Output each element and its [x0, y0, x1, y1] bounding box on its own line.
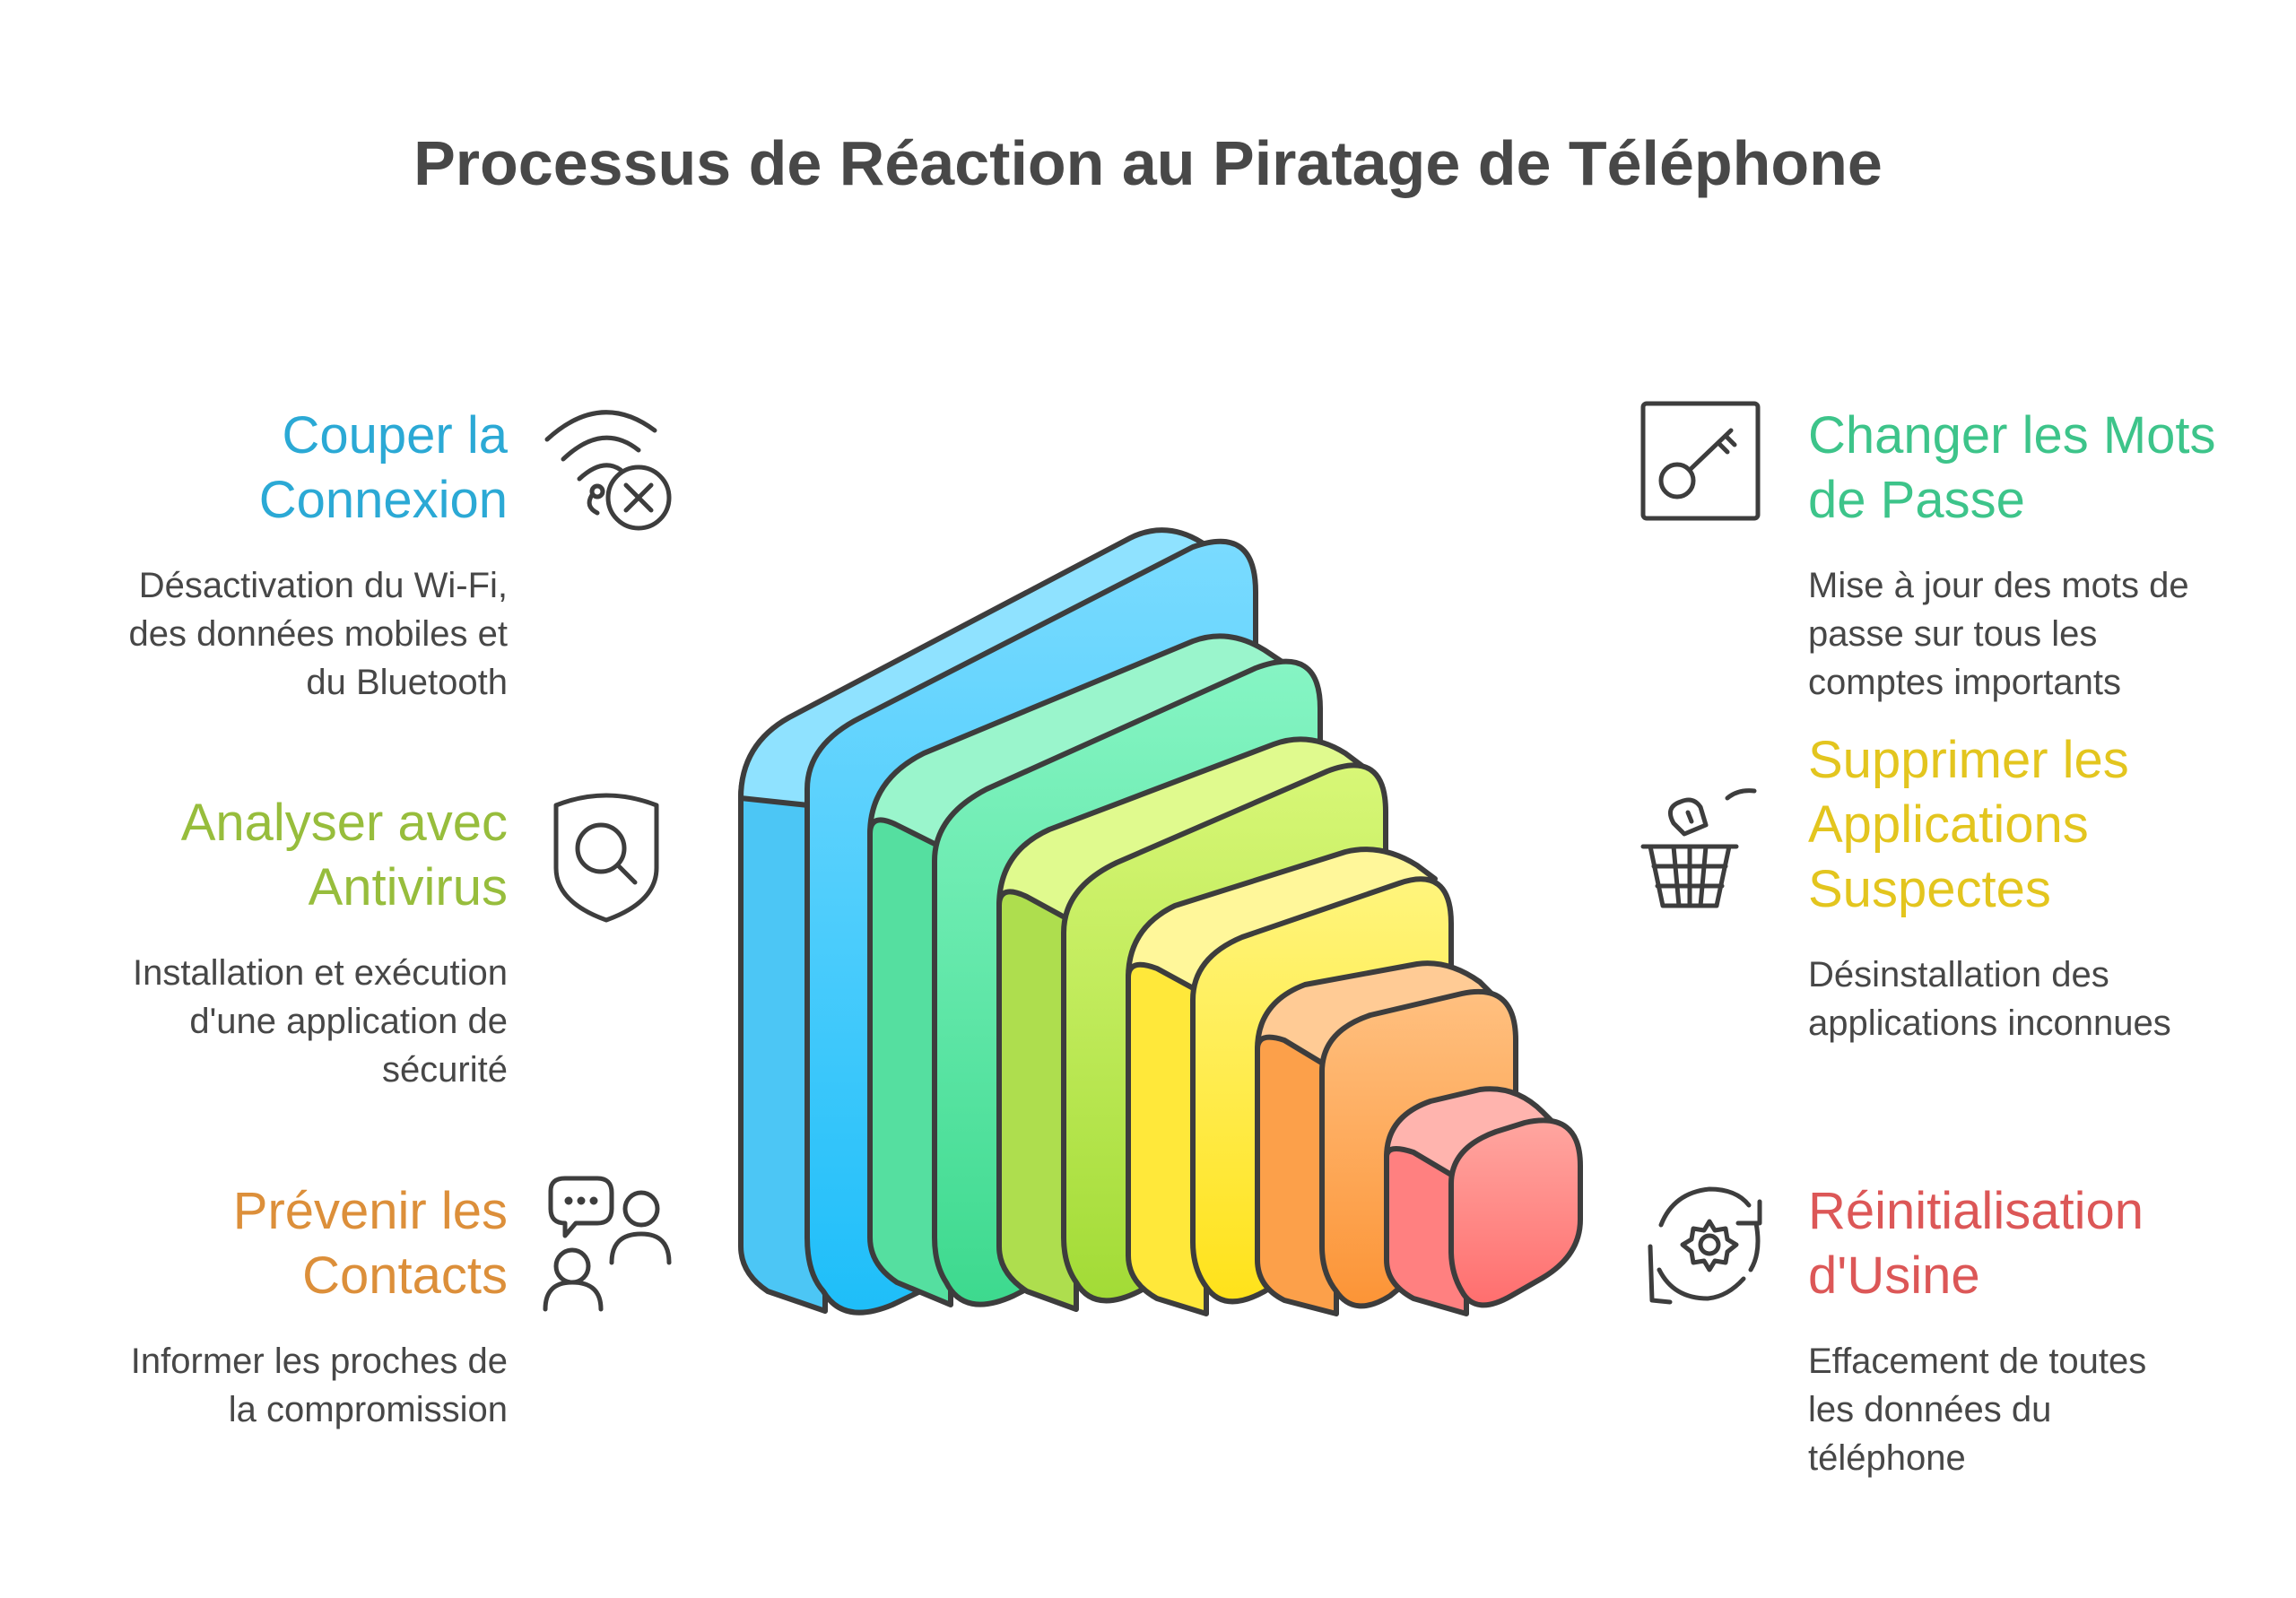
stack-layer-red [1384, 1086, 1583, 1316]
key-icon [1638, 398, 1763, 524]
page-title: Processus de Réaction au Piratage de Tél… [413, 128, 1883, 198]
step-description: Installation et exécution d'une applicat… [132, 953, 508, 1090]
step-heading-line: Suspectes [1808, 860, 2051, 918]
step-heading-line: Changer les Mots [1808, 406, 2216, 465]
step-supprimer-applications: Supprimer les Applications Suspectes Dés… [1808, 728, 2292, 1047]
step-heading-line: Couper la [282, 406, 508, 465]
step-description: Désactivation du Wi-Fi, des données mobi… [128, 566, 509, 702]
shield-search-icon [538, 786, 682, 929]
step-heading-line: Réinitialisation [1808, 1182, 2144, 1240]
step-description: Effacement de toutes les données du télé… [1808, 1342, 2147, 1478]
step-reinitialisation-usine: Réinitialisation d'Usine Effacement de t… [1808, 1179, 2292, 1482]
step-heading-line: Applications [1808, 795, 2089, 854]
step-changer-mots-de-passe: Changer les Mots de Passe Mise à jour de… [1808, 404, 2292, 707]
step-heading-line: Prévenir les [232, 1182, 508, 1240]
step-analyser-antivirus: Analyser avec Antivirus Installation et … [5, 791, 508, 1094]
step-prevenir-contacts: Prévenir les Contacts Informer les proch… [5, 1179, 508, 1434]
reset-gear-icon [1638, 1175, 1781, 1318]
step-heading-line: d'Usine [1808, 1246, 1980, 1305]
step-heading: Couper la Connexion [5, 404, 508, 533]
step-heading-line: Contacts [302, 1246, 508, 1305]
step-heading-line: Supprimer les [1808, 731, 2129, 789]
wifi-off-icon [538, 395, 682, 538]
step-heading: Changer les Mots de Passe [1808, 404, 2292, 533]
step-heading: Analyser avec Antivirus [5, 791, 508, 920]
step-description: Informer les proches de la compromission [130, 1342, 508, 1429]
contacts-message-icon [538, 1173, 682, 1316]
step-heading: Réinitialisation d'Usine [1808, 1179, 2292, 1308]
step-heading-line: Antivirus [308, 858, 508, 916]
step-heading: Prévenir les Contacts [5, 1179, 508, 1308]
trash-basket-icon [1638, 780, 1781, 924]
step-couper-connexion: Couper la Connexion Désactivation du Wi-… [5, 404, 509, 707]
step-heading-line: de Passe [1808, 471, 2025, 529]
step-heading: Supprimer les Applications Suspectes [1808, 728, 2292, 922]
step-heading-line: Analyser avec [180, 794, 508, 852]
step-description: Désinstallation des applications inconnu… [1808, 955, 2171, 1043]
step-description: Mise à jour des mots de passe sur tous l… [1808, 566, 2189, 702]
step-heading-line: Connexion [258, 471, 508, 529]
